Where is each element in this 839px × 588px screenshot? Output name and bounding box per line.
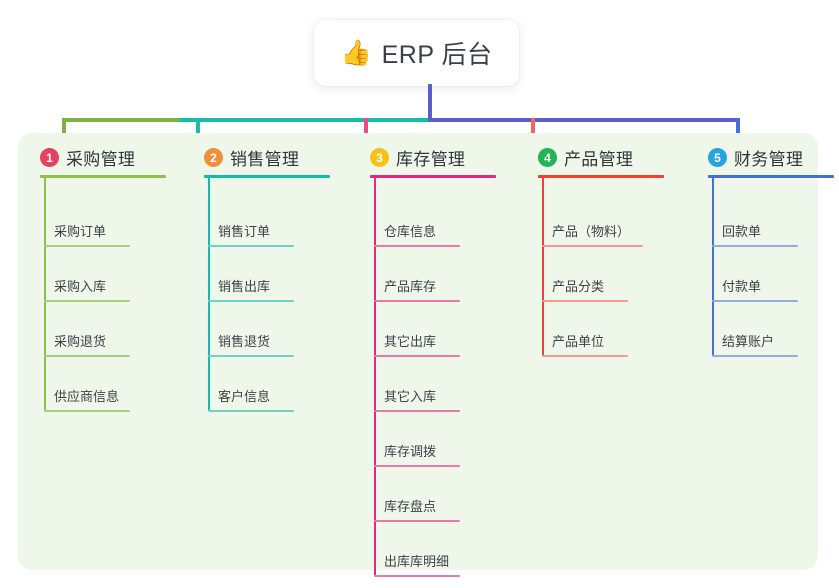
branch-spine <box>44 178 46 410</box>
leaf-item-underline <box>44 410 130 412</box>
branch-header-4[interactable]: 4 产品管理 <box>538 145 633 170</box>
branch-spine <box>712 178 714 355</box>
branch-title: 销售管理 <box>230 150 300 169</box>
leaf-item-label[interactable]: 其它出库 <box>384 334 437 349</box>
branch-column-2: 2 销售管理销售订单销售出库销售退货客户信息 <box>204 133 350 570</box>
leaf-item-underline <box>208 410 294 412</box>
branch-header-3[interactable]: 3 库存管理 <box>370 145 465 170</box>
leaf-item-label[interactable]: 销售出库 <box>218 279 271 294</box>
leaf-item-underline <box>374 465 460 467</box>
leaf-item-underline <box>208 355 294 357</box>
root-node[interactable]: 👍 ERP 后台 <box>314 20 519 86</box>
leaf-item-label[interactable]: 采购订单 <box>54 224 107 239</box>
leaf-item-underline <box>44 355 130 357</box>
branch-spine <box>542 178 544 355</box>
branch-header-1[interactable]: 1 采购管理 <box>40 145 135 170</box>
drop-3 <box>364 118 368 140</box>
leaf-item-label[interactable]: 产品库存 <box>384 279 437 294</box>
branch-underline <box>40 175 166 178</box>
leaf-item-underline <box>44 300 130 302</box>
leaf-item-label[interactable]: 库存调拨 <box>384 444 437 459</box>
branch-number-badge: 2 <box>204 148 223 167</box>
leaf-item-label[interactable]: 供应商信息 <box>54 389 120 404</box>
teal-segment <box>179 118 430 122</box>
leaf-item-underline <box>712 245 798 247</box>
leaf-item-label[interactable]: 产品分类 <box>552 279 605 294</box>
leaf-item-underline <box>44 245 130 247</box>
drop-4 <box>531 118 535 140</box>
leaf-item-label[interactable]: 出库库明细 <box>384 554 450 569</box>
drop-1 <box>62 118 66 140</box>
branch-title: 财务管理 <box>734 150 804 169</box>
blue-segment <box>428 118 740 122</box>
leaf-item-label[interactable]: 产品单位 <box>552 334 605 349</box>
leaf-item-underline <box>374 245 460 247</box>
branch-spine <box>208 178 210 410</box>
branch-number-badge: 4 <box>538 148 557 167</box>
branch-title: 产品管理 <box>564 150 634 169</box>
leaf-item-underline <box>542 355 628 357</box>
leaf-item-label[interactable]: 采购退货 <box>54 334 107 349</box>
drop-2 <box>196 118 200 140</box>
leaf-item-underline <box>374 575 460 577</box>
leaf-item-label[interactable]: 结算账户 <box>722 334 775 349</box>
leaf-item-label[interactable]: 销售订单 <box>218 224 271 239</box>
branch-title: 库存管理 <box>396 150 466 169</box>
root-stem-connector <box>428 84 432 120</box>
drop-5 <box>736 118 740 140</box>
green-segment <box>62 118 179 122</box>
branch-underline <box>204 175 330 178</box>
thumbs-up-icon: 👍 <box>340 38 372 67</box>
branch-column-1: 1 采购管理采购订单采购入库采购退货供应商信息 <box>40 133 186 570</box>
leaf-item-underline <box>208 300 294 302</box>
branch-header-5[interactable]: 5 财务管理 <box>708 145 803 170</box>
branch-number-badge: 3 <box>370 148 389 167</box>
branch-column-5: 5 财务管理回款单付款单结算账户 <box>708 133 839 570</box>
leaf-item-underline <box>374 300 460 302</box>
leaf-item-underline <box>542 300 628 302</box>
branch-spine <box>374 178 376 575</box>
leaf-item-underline <box>542 245 643 247</box>
branch-number-badge: 1 <box>40 148 59 167</box>
root-node-title: ERP 后台 <box>381 41 493 69</box>
branches-panel: 1 采购管理采购订单采购入库采购退货供应商信息 2 销售管理销售订单销售出库销售退货客… <box>18 133 834 577</box>
leaf-item-underline <box>374 520 460 522</box>
leaf-item-underline <box>374 410 460 412</box>
branch-number-badge: 5 <box>708 148 727 167</box>
leaf-item-label[interactable]: 采购入库 <box>54 279 107 294</box>
leaf-item-label[interactable]: 产品（物料） <box>552 224 631 239</box>
leaf-item-label[interactable]: 库存盘点 <box>384 499 437 514</box>
leaf-item-label[interactable]: 销售退货 <box>218 334 271 349</box>
leaf-item-label[interactable]: 仓库信息 <box>384 224 437 239</box>
branch-title: 采购管理 <box>66 150 136 169</box>
branch-column-4: 4 产品管理产品（物料） 产品分类产品单位 <box>538 133 684 570</box>
leaf-item-label[interactable]: 付款单 <box>722 279 762 294</box>
leaf-item-underline <box>712 355 798 357</box>
leaf-item-label[interactable]: 回款单 <box>722 224 762 239</box>
leaf-item-label[interactable]: 客户信息 <box>218 389 271 404</box>
branch-header-2[interactable]: 2 销售管理 <box>204 145 299 170</box>
leaf-item-label[interactable]: 其它入库 <box>384 389 437 404</box>
branch-underline <box>538 175 664 178</box>
branch-column-3: 3 库存管理仓库信息产品库存其它出库其它入库库存调拨库存盘点出库库明细 <box>370 133 516 577</box>
leaf-item-underline <box>208 245 294 247</box>
branch-underline <box>708 175 834 178</box>
leaf-item-underline <box>374 355 460 357</box>
leaf-item-underline <box>712 300 798 302</box>
branch-underline <box>370 175 496 178</box>
